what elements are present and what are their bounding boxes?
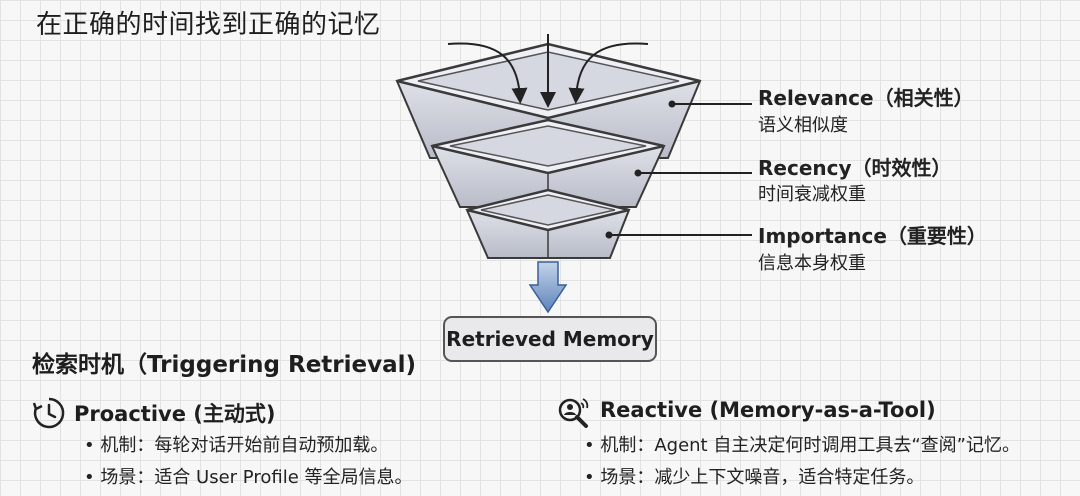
reactive-bullet-mechanism: • 机制：Agent 自主决定何时调用工具去“查阅”记忆。 xyxy=(584,431,1020,457)
proactive-bullet-scenario: • 场景：适合 User Profile 等全局信息。 xyxy=(84,463,413,489)
magnifier-person-icon xyxy=(556,396,592,432)
triggering-section-title: 检索时机（Triggering Retrieval) xyxy=(32,345,416,379)
factor-importance-desc: 信息本身权重 xyxy=(758,249,866,275)
output-arrow xyxy=(530,262,566,312)
clock-icon xyxy=(32,396,66,430)
proactive-title: Proactive (主动式) xyxy=(74,398,275,428)
retrieved-memory-box: Retrieved Memory xyxy=(443,316,657,362)
factor-importance-name: Importance（重要性） xyxy=(758,220,987,249)
factor-relevance-desc: 语义相似度 xyxy=(758,111,848,137)
factor-relevance-name: Relevance（相关性） xyxy=(758,82,974,111)
reactive-title: Reactive (Memory-as-a-Tool) xyxy=(600,398,936,422)
proactive-bullet-mechanism: • 机制：每轮对话开始前自动预加载。 xyxy=(84,431,388,457)
factor-recency-name: Recency（时效性） xyxy=(758,152,952,181)
reactive-bullet-scenario: • 场景：减少上下文噪音，适合特定任务。 xyxy=(584,463,924,489)
factor-recency-desc: 时间衰减权重 xyxy=(758,180,866,206)
